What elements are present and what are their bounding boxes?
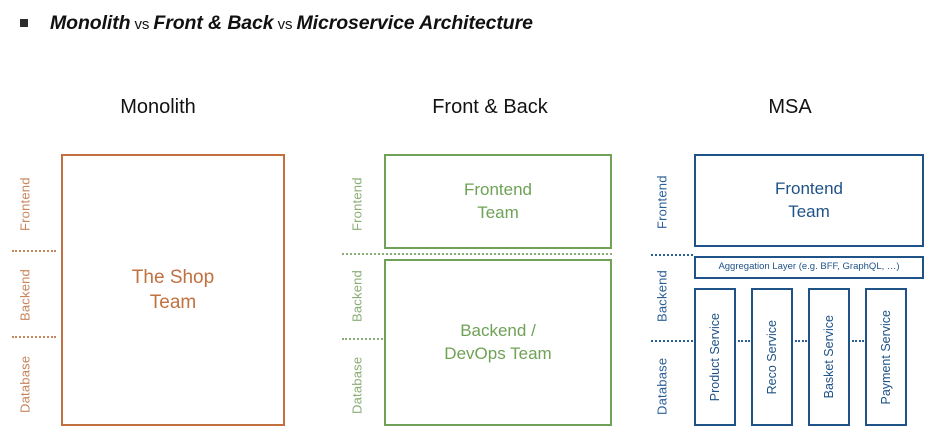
layer-divider-frontend-backend bbox=[651, 254, 693, 256]
box-shop-team[interactable]: The Shop Team bbox=[61, 154, 285, 426]
column-body-monolith: Frontend Backend Database The Shop Team bbox=[8, 154, 308, 426]
slide-title-bar: Monolith vs Front & Back vs Microservice… bbox=[0, 6, 936, 40]
box-product-service[interactable]: Product Service bbox=[694, 288, 736, 426]
title-part-front-back: Front & Back bbox=[153, 11, 274, 34]
title-part-msa: Microservice Architecture bbox=[296, 11, 533, 34]
box-frontend-team[interactable]: Frontend Team bbox=[694, 154, 924, 247]
layer-divider-backend-database bbox=[342, 338, 386, 340]
layer-divider-frontend-backend bbox=[342, 253, 612, 255]
title-separator-1: vs bbox=[134, 15, 150, 33]
layer-divider-gap-1 bbox=[738, 340, 750, 342]
layer-divider-backend-database bbox=[651, 340, 693, 342]
layer-divider-gap-3 bbox=[852, 340, 864, 342]
layer-divider-frontend-backend bbox=[12, 250, 56, 252]
box-label: Basket Service bbox=[821, 315, 836, 399]
square-bullet-icon bbox=[20, 19, 28, 27]
axis-label-backend: Backend bbox=[349, 270, 365, 322]
column-heading-msa: MSA bbox=[768, 96, 812, 118]
title-separator-2: vs bbox=[277, 15, 293, 33]
axis-label-frontend: Frontend bbox=[654, 175, 670, 229]
box-reco-service[interactable]: Reco Service bbox=[751, 288, 793, 426]
axis-label-backend: Backend bbox=[17, 269, 33, 321]
box-basket-service[interactable]: Basket Service bbox=[808, 288, 850, 426]
layer-axis-monolith: Frontend Backend Database bbox=[8, 154, 42, 426]
box-payment-service[interactable]: Payment Service bbox=[865, 288, 907, 426]
axis-label-backend: Backend bbox=[654, 270, 670, 322]
column-heading-monolith: Monolith bbox=[120, 96, 196, 118]
box-frontend-team[interactable]: Frontend Team bbox=[384, 154, 612, 249]
title-part-monolith: Monolith bbox=[50, 11, 131, 34]
box-label: Backend / DevOps Team bbox=[444, 321, 552, 363]
layer-divider-backend-database bbox=[12, 336, 56, 338]
axis-label-database: Database bbox=[17, 355, 33, 413]
box-label: The Shop Team bbox=[131, 266, 215, 313]
box-backend-devops-team[interactable]: Backend / DevOps Team bbox=[384, 259, 612, 426]
page-title: Monolith vs Front & Back vs Microservice… bbox=[50, 12, 533, 35]
box-label: Product Service bbox=[707, 312, 722, 402]
box-label: Frontend Team bbox=[774, 179, 844, 221]
box-aggregation-layer[interactable]: Aggregation Layer (e.g. BFF, GraphQL, …) bbox=[694, 256, 924, 279]
column-heading-front-back: Front & Back bbox=[432, 96, 548, 118]
axis-label-frontend: Frontend bbox=[17, 177, 33, 231]
axis-label-frontend: Frontend bbox=[349, 177, 365, 231]
axis-label-database: Database bbox=[654, 357, 670, 415]
box-label: Reco Service bbox=[764, 319, 779, 395]
box-label: Payment Service bbox=[878, 309, 893, 405]
layer-divider-gap-2 bbox=[795, 340, 807, 342]
column-body-msa: Frontend Backend Database Frontend Team … bbox=[645, 154, 935, 426]
layer-axis-front-back: Frontend Backend Database bbox=[340, 154, 374, 426]
box-label: Aggregation Layer (e.g. BFF, GraphQL, …) bbox=[718, 261, 900, 273]
layer-axis-msa: Frontend Backend Database bbox=[645, 154, 679, 426]
box-label: Frontend Team bbox=[463, 180, 533, 222]
column-body-front-back: Frontend Backend Database Frontend Team … bbox=[340, 154, 640, 426]
axis-label-database: Database bbox=[349, 356, 365, 414]
